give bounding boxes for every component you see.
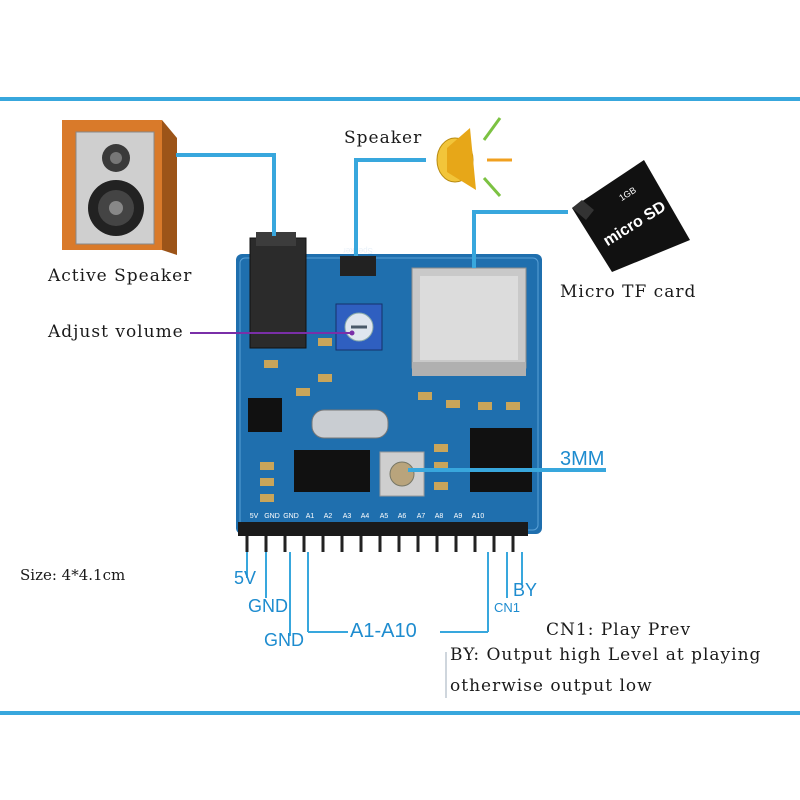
silk-pin-5v: 5V [250,513,259,520]
micro-tf-card-label: Micro TF card [560,282,697,302]
three-mm-label: 3MM [560,448,605,470]
header-pins [245,536,515,552]
pin-header-base [238,522,528,536]
silk-pin-a10: A10 [472,513,485,520]
speaker-connector [354,158,426,256]
pin-by-label: BY [513,580,538,600]
size-label: Size: 4*4.1cm [20,566,126,584]
bottom-divider [0,711,800,715]
tf-card-connector [472,210,568,268]
active-speaker-connector [176,153,276,236]
cn1-description: CN1: Play Prev [546,620,692,640]
adjust-volume-label: Adjust volume [48,322,184,342]
pins-a1-a10-label: A1-A10 [350,620,417,642]
pin-gnd1-label: GND [248,596,288,616]
silk-pin-a9: A9 [454,513,463,520]
speaker-sound-icon [436,117,512,197]
silk-pin-a6: A6 [398,513,407,520]
by-description-line2: otherwise output low [450,676,653,696]
speaker-header [340,256,376,276]
silk-pin-a2: A2 [324,513,333,520]
ic-u2 [248,398,282,432]
pin-cn1-label: CN1 [494,600,521,615]
pin-gnd2-label: GND [264,630,304,650]
silk-pin-a3: A3 [343,513,352,520]
silk-pin-gnd: GND [283,513,299,520]
pin-5v-label: 5V [234,568,257,588]
ic-u4 [470,428,532,492]
silk-pin-gnd: GND [264,513,280,520]
silk-pin-a5: A5 [380,513,389,520]
pcb-board: Speaker [236,232,542,536]
active-speaker-label: Active Speaker [48,266,193,286]
silk-pin-a8: A8 [435,513,444,520]
a1-a10-bracket [307,552,489,633]
crystal-oscillator [311,409,389,439]
silk-pin-a7: A7 [417,513,426,520]
silk-pin-a4: A4 [361,513,370,520]
silk-pin-a1: A1 [306,513,315,520]
ic-u3 [294,450,370,492]
top-divider [0,97,800,101]
speaker-label: Speaker [344,128,423,148]
active-speaker-icon [62,120,177,255]
micro-sd-card-icon: micro SD 1GB [572,160,690,272]
audio-jack [249,237,307,349]
by-description: BY: Output high Level at playing [450,645,762,665]
